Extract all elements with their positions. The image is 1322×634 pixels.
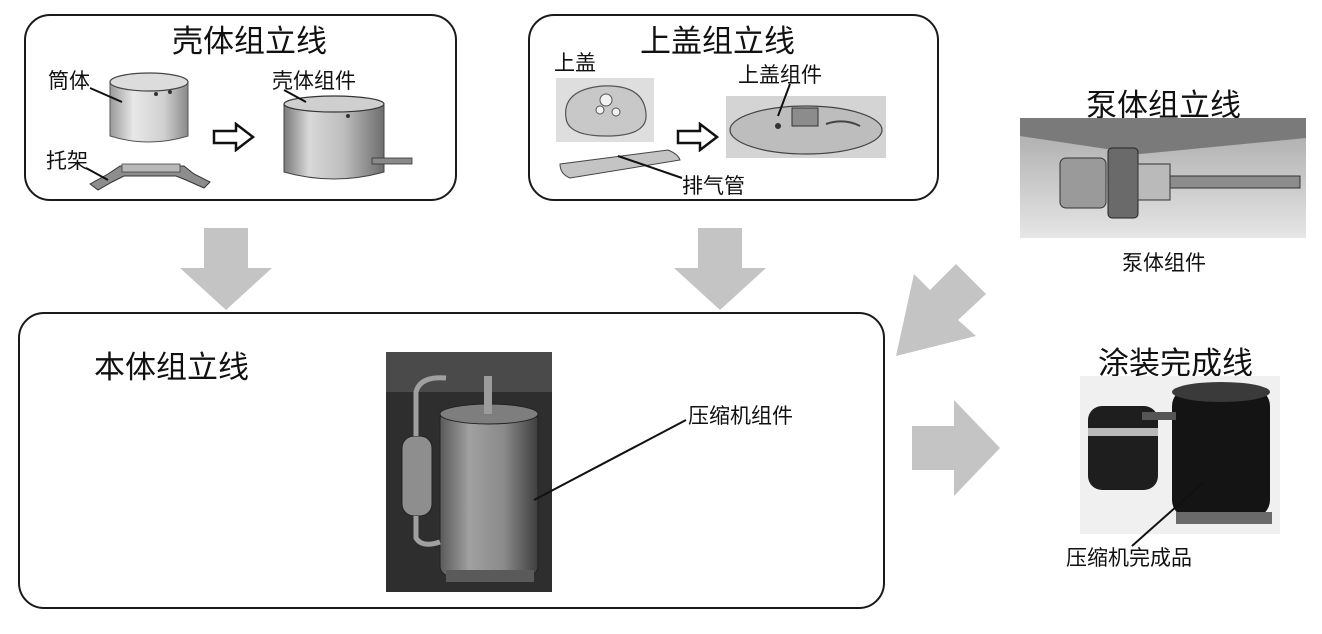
finished-compressor-image — [1080, 376, 1280, 534]
cover-process-arrow — [676, 122, 720, 152]
cylinder-leader-line — [89, 87, 123, 103]
compressor-assembly-label: 压缩机组件 — [688, 404, 793, 428]
cover-to-body-arrow — [674, 228, 766, 310]
compressor-assembly-leader-line — [533, 419, 687, 501]
body-to-paint-arrow — [912, 400, 1000, 496]
pump-to-body-arrow — [896, 264, 986, 356]
shell-process-arrow — [212, 122, 256, 152]
cylinder-label: 筒体 — [48, 69, 90, 93]
exhaust-leader-line — [617, 155, 683, 179]
cover-image — [556, 78, 654, 142]
exhaust-label: 排气管 — [682, 174, 745, 198]
cover-assembly-label: 上盖组件 — [738, 63, 822, 87]
pump-assembly-image — [1020, 118, 1306, 238]
cover-line-title: 上盖组立线 — [640, 24, 795, 60]
bracket-image — [89, 163, 211, 191]
shell-line-box — [24, 14, 457, 201]
cover-label: 上盖 — [554, 51, 596, 75]
shell-assembly-image — [283, 95, 413, 180]
finished-compressor-leader-line — [1131, 481, 1205, 547]
cover-assembly-leader-line — [777, 83, 791, 117]
cylinder-image — [109, 72, 189, 143]
shell-to-body-arrow — [180, 228, 272, 310]
bracket-leader-line — [85, 167, 109, 181]
shell-assembly-leader-line — [283, 89, 307, 103]
bracket-label: 托架 — [46, 149, 88, 173]
shell-line-title: 壳体组立线 — [172, 24, 327, 60]
pump-assembly-label: 泵体组件 — [1122, 251, 1206, 275]
compressor-assembly-image — [386, 352, 552, 592]
exhaust-pipe-image — [559, 149, 681, 179]
finished-compressor-label: 压缩机完成品 — [1066, 546, 1192, 570]
shell-assembly-label: 壳体组件 — [272, 69, 356, 93]
body-line-title: 本体组立线 — [94, 350, 249, 386]
cover-assembly-image — [726, 96, 886, 158]
